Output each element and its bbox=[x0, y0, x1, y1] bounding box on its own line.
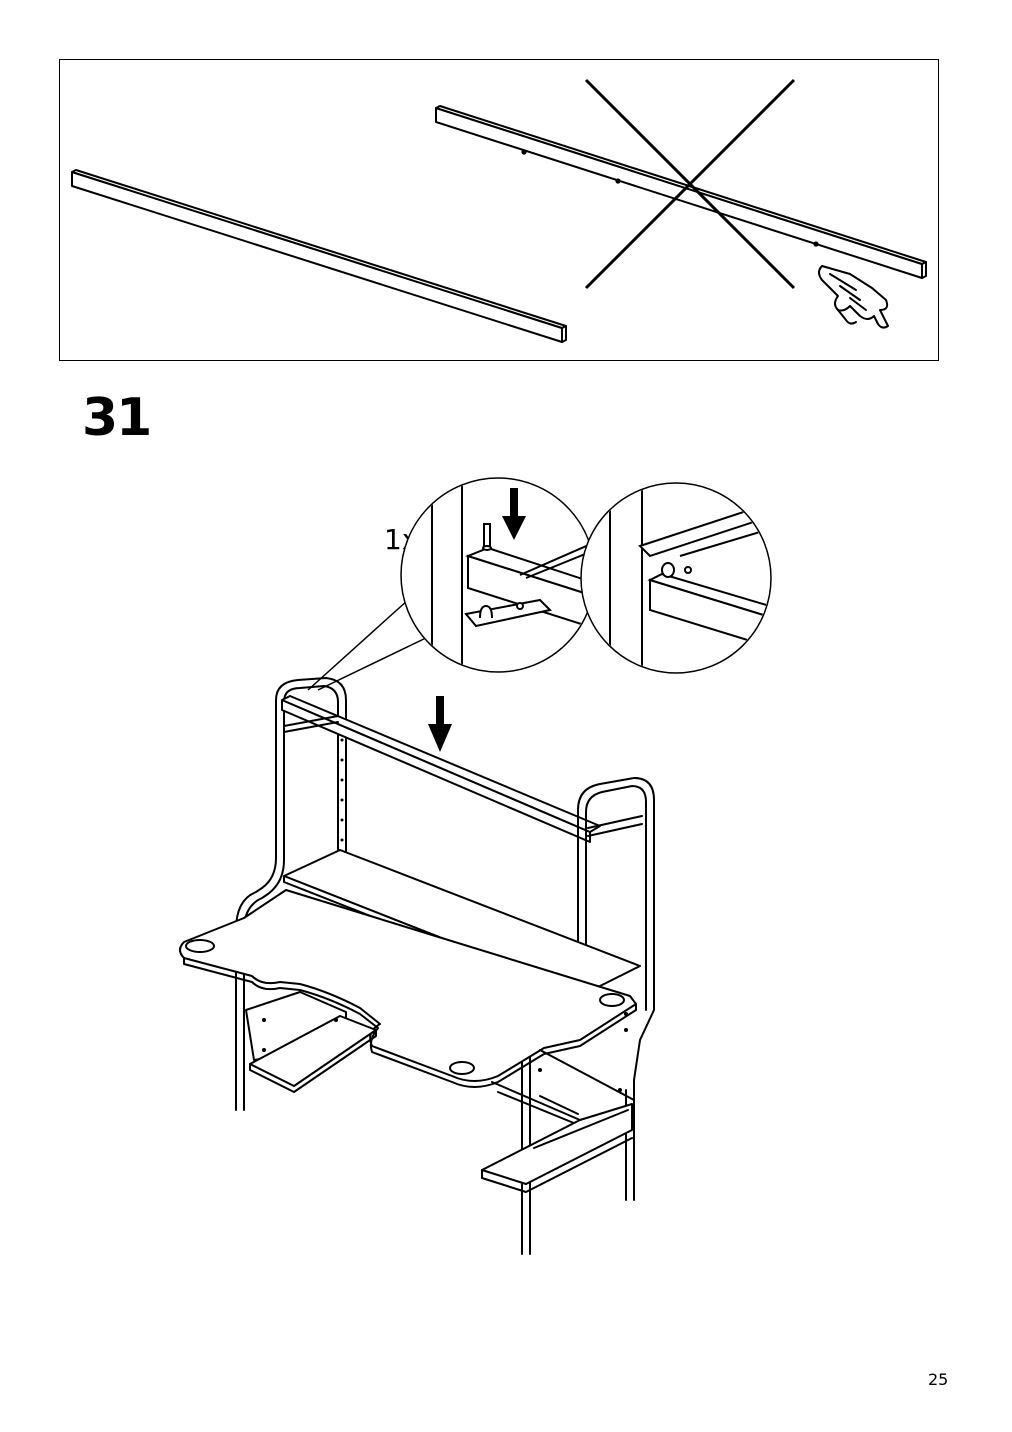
gaming-desk bbox=[179, 677, 655, 1255]
detail-circle-insertion bbox=[400, 477, 596, 673]
correct-rail bbox=[71, 169, 567, 343]
rail-orientation-illustration bbox=[71, 78, 927, 343]
rail-orientation-panel bbox=[59, 59, 939, 361]
detail-circle-inserted bbox=[580, 482, 772, 674]
pointing-hand-icon bbox=[818, 265, 889, 329]
down-arrow-icon bbox=[502, 488, 526, 540]
incorrect-cross-icon bbox=[584, 78, 796, 290]
step-number: 31 bbox=[82, 388, 152, 448]
install-arrow-icon bbox=[428, 696, 452, 752]
frame-holes bbox=[262, 738, 628, 1092]
page-number: 25 bbox=[928, 1370, 949, 1389]
